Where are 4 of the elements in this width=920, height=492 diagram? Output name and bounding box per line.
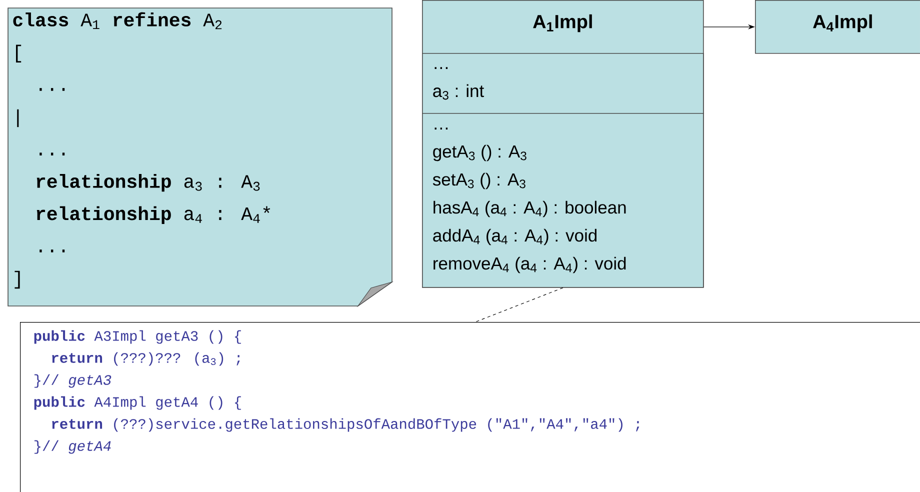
code-box: public A3Impl getA3 () { return (???)??? (a$_{3}$) ; }// getA3 public A4Impl getA4 () { return (???)service.getRelationshipsOfAandBOfType ("A1","A4","a4") ; }// getA4	[20, 322, 920, 492]
class-compartment: … a$_{3}$ : int	[422, 53, 704, 114]
leader-line	[475, 287, 564, 322]
class-box: A$_{4}$Impl	[755, 0, 920, 54]
